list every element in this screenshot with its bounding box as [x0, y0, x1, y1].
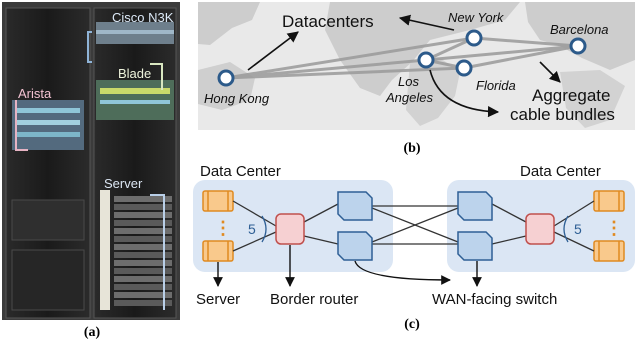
rack-server-unit — [114, 220, 172, 226]
rack-server-unit — [114, 212, 172, 218]
bundles-label-2: cable bundles — [510, 105, 615, 124]
bundles-label-1: Aggregate — [532, 86, 610, 105]
caption-c: (c) — [404, 317, 420, 332]
node-los-angeles — [417, 51, 435, 69]
rack-server-unit — [114, 292, 172, 298]
rack-server-unit — [114, 204, 172, 210]
blade-label: Blade — [118, 66, 151, 81]
dc-right-label: Data Center — [520, 163, 601, 180]
dc-left-label: Data Center — [200, 163, 281, 180]
wan-switch-icon — [457, 191, 493, 221]
caption-a: (a) — [84, 325, 101, 340]
city-nodes — [217, 29, 587, 87]
rack-server-unit — [114, 252, 172, 258]
caption-b: (b) — [403, 141, 420, 156]
node-florida — [455, 59, 473, 77]
city-new-york: New York — [448, 10, 505, 25]
rack-server-unit — [114, 260, 172, 266]
rack-photo — [2, 2, 180, 320]
dots-right: ⋮ — [605, 218, 623, 238]
cable-lines — [225, 36, 579, 80]
server-label-photo: Server — [104, 176, 143, 191]
fanout-count-left: 5 — [248, 221, 256, 237]
rack-server-unit — [114, 276, 172, 282]
rack-server-unit — [114, 300, 172, 306]
border-router-icon — [525, 213, 555, 245]
border-router-label: Border router — [270, 291, 358, 308]
photo-brackets — [15, 31, 165, 310]
node-barcelona — [569, 37, 587, 55]
world-map — [198, 2, 635, 130]
map-arrows — [247, 14, 561, 118]
topology-diagram — [193, 180, 635, 287]
dots-left: ⋮ — [214, 218, 232, 238]
rack-server-unit — [114, 236, 172, 242]
border-router-icon — [275, 213, 305, 245]
wan-switch-icon — [457, 231, 493, 261]
fanout-count-right: 5 — [574, 221, 582, 237]
city-florida: Florida — [476, 78, 516, 93]
rack-server-unit — [114, 268, 172, 274]
wan-switch-icon — [337, 231, 373, 261]
wan-switch-label: WAN-facing switch — [432, 291, 557, 308]
node-hong-kong — [217, 69, 235, 87]
rack-server-unit — [114, 284, 172, 290]
node-new-york — [465, 29, 483, 47]
wan-switch-icon — [337, 191, 373, 221]
city-barcelona: Barcelona — [550, 22, 609, 37]
rack-server-unit — [114, 196, 172, 202]
city-los-angeles-2: Angeles — [385, 90, 433, 105]
arista-label: Arista — [18, 86, 52, 101]
city-los-angeles-1: Los — [398, 74, 419, 89]
server-label: Server — [196, 291, 240, 308]
city-hong-kong: Hong Kong — [204, 91, 270, 106]
datacenters-label: Datacenters — [282, 12, 374, 31]
rack-server-unit — [114, 228, 172, 234]
cisco-label: Cisco N3K — [112, 10, 174, 25]
rack-server-unit — [114, 244, 172, 250]
